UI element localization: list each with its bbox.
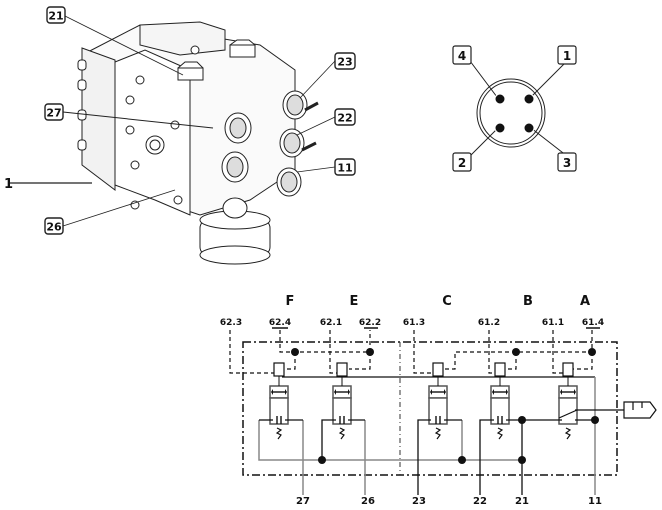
- section-label-c: C: [442, 294, 452, 309]
- pin-label-1: 1: [563, 49, 571, 63]
- solenoid-valve: [332, 362, 352, 440]
- pin-1: [523, 93, 535, 105]
- callout-23-text: 23: [337, 56, 352, 69]
- callout-11-text: 11: [337, 162, 352, 175]
- port-23-graphic: [282, 90, 319, 120]
- section-label-a: A: [580, 294, 590, 309]
- connector-pinout: 4 1 2 3: [452, 45, 577, 172]
- port-label-62-3: 62.3: [220, 318, 242, 328]
- port-label-62-4: 62.4: [269, 318, 291, 328]
- port-label-27: 27: [296, 496, 310, 507]
- port-label-26: 26: [361, 496, 375, 507]
- pin-label-2: 2: [458, 156, 466, 170]
- control-unit-frame: [242, 341, 618, 476]
- pin-2: [494, 122, 506, 134]
- valve-illustration: [77, 21, 319, 265]
- port-label-21: 21: [515, 496, 529, 507]
- callout-22-text: 22: [337, 112, 352, 125]
- solenoid-valve: [490, 362, 510, 440]
- callout-27: 27: [44, 103, 64, 121]
- port-label-61-2: 61.2: [478, 318, 500, 328]
- port-label-23: 23: [412, 496, 426, 507]
- pin-label-3: 3: [563, 156, 571, 170]
- port-label-61-4: 61.4: [582, 318, 604, 328]
- port-label-11: 11: [588, 496, 602, 507]
- port-22-graphic: [279, 128, 317, 158]
- port-label-61-1: 61.1: [542, 318, 564, 328]
- pin-3: [523, 122, 535, 134]
- port-label-61-3: 61.3: [403, 318, 425, 328]
- callout-11: 11: [334, 158, 356, 176]
- filter-graphic: [199, 197, 271, 265]
- pin-label-4: 4: [458, 49, 466, 63]
- callout-23: 23: [334, 52, 356, 70]
- port-label-22: 22: [473, 496, 487, 507]
- valve-callouts: [10, 15, 336, 227]
- callout-22: 22: [334, 108, 356, 126]
- callout-21-text: 21: [48, 10, 63, 23]
- port-label-62-1: 62.1: [320, 318, 342, 328]
- section-label-b: B: [523, 294, 533, 309]
- port-11-graphic: [276, 167, 302, 197]
- schematic: F E C B A 62.3 62.4 62.1 62.2 61.3 61.2 …: [220, 294, 657, 507]
- callout-21: 21: [46, 6, 66, 24]
- port-27-graphic: [224, 112, 252, 144]
- callout-27-text: 27: [46, 107, 61, 120]
- solenoid-valve: [558, 362, 578, 440]
- solenoid-valve: [269, 362, 289, 440]
- callout-1-text: 1: [4, 177, 13, 192]
- solenoid-valve: [428, 362, 448, 440]
- section-label-f: F: [286, 294, 295, 309]
- solenoid-valves: [269, 362, 578, 440]
- port-26-graphic: [221, 151, 249, 183]
- silencer-icon: [623, 401, 657, 419]
- pin-4: [494, 93, 506, 105]
- section-label-e: E: [350, 294, 359, 309]
- callout-26-text: 26: [46, 221, 62, 234]
- callout-26: 26: [44, 217, 64, 235]
- port-label-62-2: 62.2: [359, 318, 381, 328]
